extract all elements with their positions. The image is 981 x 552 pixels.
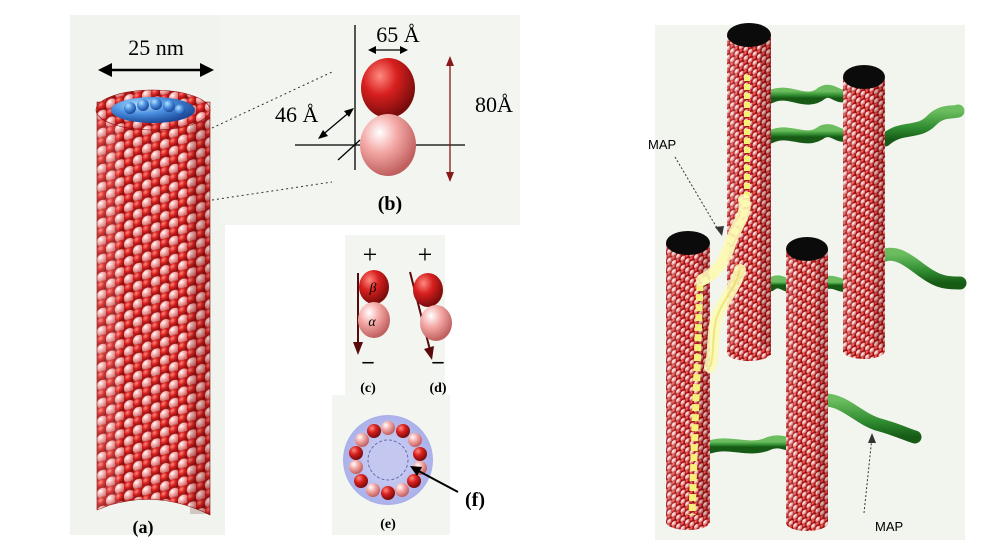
alpha-sphere-c	[358, 302, 390, 338]
yellow-map	[688, 75, 751, 516]
width-dimension: 25 nm	[98, 35, 214, 77]
cross-section-e: (f) (e)	[343, 415, 485, 532]
label-a: (a)	[133, 517, 154, 538]
rod-2-cap	[843, 65, 885, 89]
polarity-c: + β α – (c)	[353, 240, 390, 396]
microtubule-rod-3	[666, 231, 710, 530]
map-microtubule-svg: MAP	[648, 23, 967, 540]
microtubule-rod-4	[786, 237, 828, 531]
microtubule-cylinder	[95, 89, 211, 516]
minus-d: –	[432, 348, 445, 373]
rod-3-cap	[666, 231, 710, 255]
dim-80-label: 80Å	[475, 92, 513, 117]
alpha-label: α	[368, 315, 376, 330]
plus-d: +	[418, 240, 433, 269]
width-label: 25 nm	[128, 35, 184, 60]
dim-65-label: 65 Å	[376, 22, 420, 47]
label-b: (b)	[378, 193, 402, 215]
map-pointer-top	[674, 156, 721, 234]
map-microtubule-diagram: MAP MAP	[640, 15, 970, 545]
green-map-projections	[703, 84, 967, 454]
label-f: (f)	[465, 489, 485, 511]
zoom-connector-bottom	[211, 181, 333, 201]
alpha-sphere-d	[420, 305, 452, 341]
tubulin-diagram-svg: 25 nm (a) 65 Å 80Å 46 Å	[70, 15, 520, 538]
label-c: (c)	[360, 381, 376, 396]
alpha-subunit-sphere	[360, 114, 416, 176]
protofilament-ring	[349, 421, 427, 500]
polarity-d: + – (d)	[409, 240, 452, 396]
minus-c: –	[362, 348, 375, 373]
rod-1-cap	[727, 23, 771, 47]
plus-c: +	[363, 240, 378, 269]
zoom-connector-top	[211, 71, 333, 129]
panel-b-background	[220, 15, 520, 225]
beta-sphere-c	[359, 270, 389, 304]
beta-subunit-sphere	[361, 58, 415, 118]
map-label-bottom: MAP	[875, 519, 904, 534]
map-pointer-bottom	[863, 436, 873, 514]
label-d: (d)	[429, 381, 446, 396]
microtubule-rod-2	[843, 65, 885, 359]
tubulin-diagram: 25 nm (a) 65 Å 80Å 46 Å	[70, 10, 535, 545]
beta-sphere-d	[413, 273, 443, 307]
beta-label: β	[369, 281, 377, 296]
dimer-detail: 65 Å 80Å 46 Å (b)	[275, 22, 513, 215]
rod-4-cap	[786, 237, 828, 261]
dim-46-label: 46 Å	[275, 102, 319, 127]
label-e: (e)	[380, 517, 396, 532]
map-label-top: MAP	[648, 137, 676, 152]
